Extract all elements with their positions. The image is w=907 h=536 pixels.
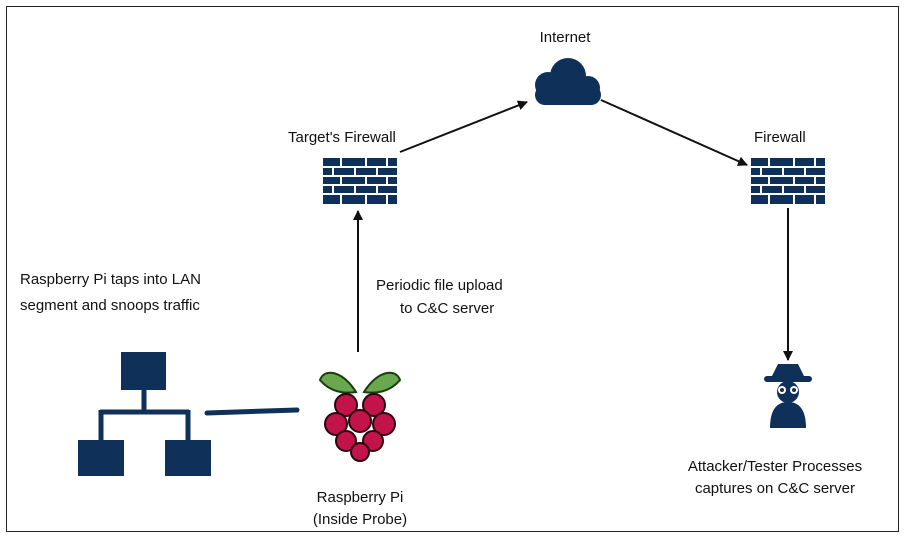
target-firewall-label: Target's Firewall (288, 129, 396, 146)
lan-description-line2: segment and snoops traffic (20, 297, 200, 314)
raspberry-pi-label-line2: (Inside Probe) (312, 511, 408, 528)
diagram-frame (6, 6, 899, 532)
upload-label-line1: Periodic file upload (376, 277, 503, 294)
arrow-internet-to-firewall (600, 99, 748, 166)
spy-icon (764, 364, 812, 428)
firewall-label: Firewall (754, 129, 806, 146)
target-firewall-icon (323, 158, 397, 204)
cloud-icon (535, 58, 601, 105)
attacker-label-line1: Attacker/Tester Processes (687, 458, 863, 475)
internet-label: Internet (539, 29, 591, 46)
raspberry-pi-label-line1: Raspberry Pi (316, 489, 404, 506)
arrow-target-firewall-to-internet (399, 100, 528, 153)
network-hierarchy-icon (78, 352, 211, 476)
lan-tap-connection (204, 407, 300, 416)
upload-label-line2: to C&C server (400, 300, 495, 317)
attacker-label-line2: captures on C&C server (694, 480, 856, 497)
raspberry-pi-icon (318, 371, 402, 462)
lan-description-line1: Raspberry Pi taps into LAN (20, 271, 201, 288)
firewall-icon (751, 158, 825, 204)
